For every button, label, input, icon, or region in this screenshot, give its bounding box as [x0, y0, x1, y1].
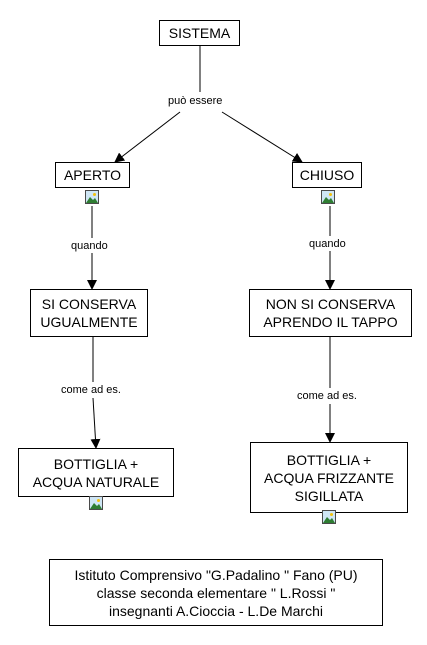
node-aperto: APERTO: [55, 162, 130, 188]
link-label-come-ad-es-left: come ad es.: [59, 384, 123, 397]
link-label-puo-essere: può essere: [166, 95, 225, 108]
link-label-come-ad-es-right: come ad es.: [295, 390, 359, 403]
node-credits: Istituto Comprensivo "G.Padalino " Fano …: [49, 559, 383, 626]
node-bottiglia-naturale: BOTTIGLIA + ACQUA NATURALE: [18, 448, 174, 497]
image-icon[interactable]: [85, 190, 99, 204]
node-non-si-conserva: NON SI CONSERVA APRENDO IL TAPPO: [249, 289, 412, 337]
arrow-to-bottiglia-naturale: [90, 397, 101, 449]
arrow-to-aperto: [114, 111, 181, 163]
node-si-conserva: SI CONSERVA UGUALMENTE: [30, 289, 148, 337]
image-icon[interactable]: [89, 496, 103, 510]
node-sistema: SISTEMA: [159, 20, 240, 46]
arrow-to-chiuso: [221, 111, 303, 163]
image-icon[interactable]: [321, 190, 335, 204]
link-label-quando-left: quando: [69, 240, 110, 253]
link-label-quando-right: quando: [307, 238, 348, 251]
node-chiuso: CHIUSO: [292, 162, 362, 188]
node-bottiglia-frizzante: BOTTIGLIA + ACQUA FRIZZANTE SIGILLATA: [250, 442, 408, 513]
image-icon[interactable]: [322, 510, 336, 524]
